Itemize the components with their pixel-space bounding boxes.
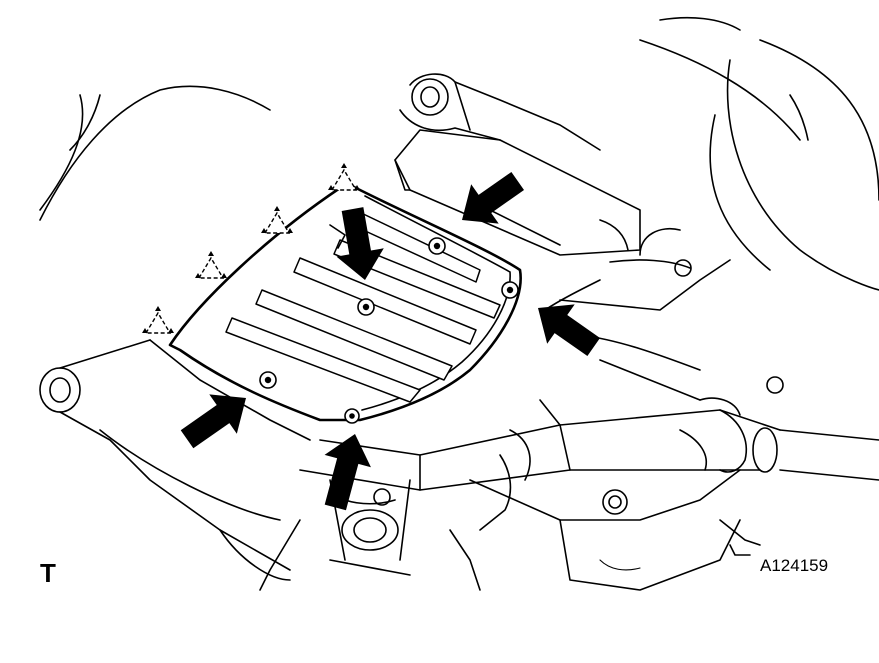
bolt-icon <box>357 298 375 316</box>
panel-ribs <box>225 209 501 403</box>
bolt-icon <box>344 408 360 424</box>
clip-marker-icon <box>142 306 174 334</box>
clip-markers <box>142 163 360 334</box>
figure-id: A124159 <box>760 556 829 575</box>
view-label: T <box>40 558 56 588</box>
arrow-icon <box>336 207 384 280</box>
clip-marker-icon <box>328 163 360 191</box>
bolt-group <box>259 237 519 424</box>
vehicle-underbody-lineart <box>39 16 879 591</box>
arrow-icon <box>538 304 601 357</box>
clip-marker-icon <box>195 251 227 279</box>
arrow-icon <box>180 394 246 449</box>
bolt-icon <box>259 371 277 389</box>
bolt-icon <box>501 281 519 299</box>
arrow-icon <box>324 434 371 511</box>
arrow-group <box>180 171 601 511</box>
clip-marker-icon <box>261 206 293 234</box>
bolt-icon <box>428 237 446 255</box>
arrow-icon <box>462 171 525 224</box>
